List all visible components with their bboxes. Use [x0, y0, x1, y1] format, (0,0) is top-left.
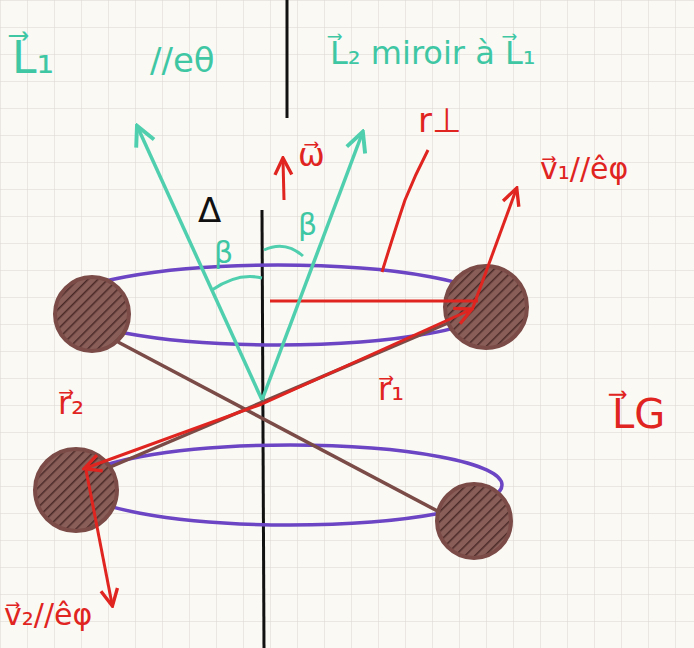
angle-arc — [212, 277, 262, 291]
axis-label: Δ — [198, 192, 221, 229]
vector-label: L⃗₂ miroir à L⃗₁ — [330, 36, 536, 71]
angle-label: β — [298, 208, 317, 241]
omega-vector — [283, 160, 284, 200]
position-vector — [86, 404, 262, 468]
velocity-vector — [86, 470, 112, 604]
vector-label: r⃗₂ — [58, 386, 84, 421]
rod — [118, 342, 445, 515]
leader-line — [382, 150, 428, 272]
vector-label: v⃗₂//êφ — [4, 598, 92, 631]
vector-label: r⃗₁ — [378, 372, 404, 407]
direction-label: //eθ — [150, 42, 215, 79]
mass — [445, 266, 527, 348]
mass — [437, 484, 511, 558]
vector-label: ω⃗ — [298, 138, 325, 173]
angle-label: β — [214, 236, 233, 269]
angular-momentum-vector — [262, 134, 362, 400]
position-vector — [262, 310, 470, 404]
angular-momentum-vector — [138, 128, 262, 400]
axis-top — [286, 0, 289, 118]
vector-label: L⃗G — [612, 392, 665, 436]
vector-label: r⊥ — [418, 102, 462, 139]
vector-label: v⃗₁//êφ — [540, 152, 628, 185]
rotation-axis — [262, 210, 264, 648]
mass — [55, 277, 129, 351]
angle-arc — [264, 246, 303, 256]
velocity-vector — [472, 190, 516, 310]
vector-label: L⃗₁ — [12, 34, 54, 82]
